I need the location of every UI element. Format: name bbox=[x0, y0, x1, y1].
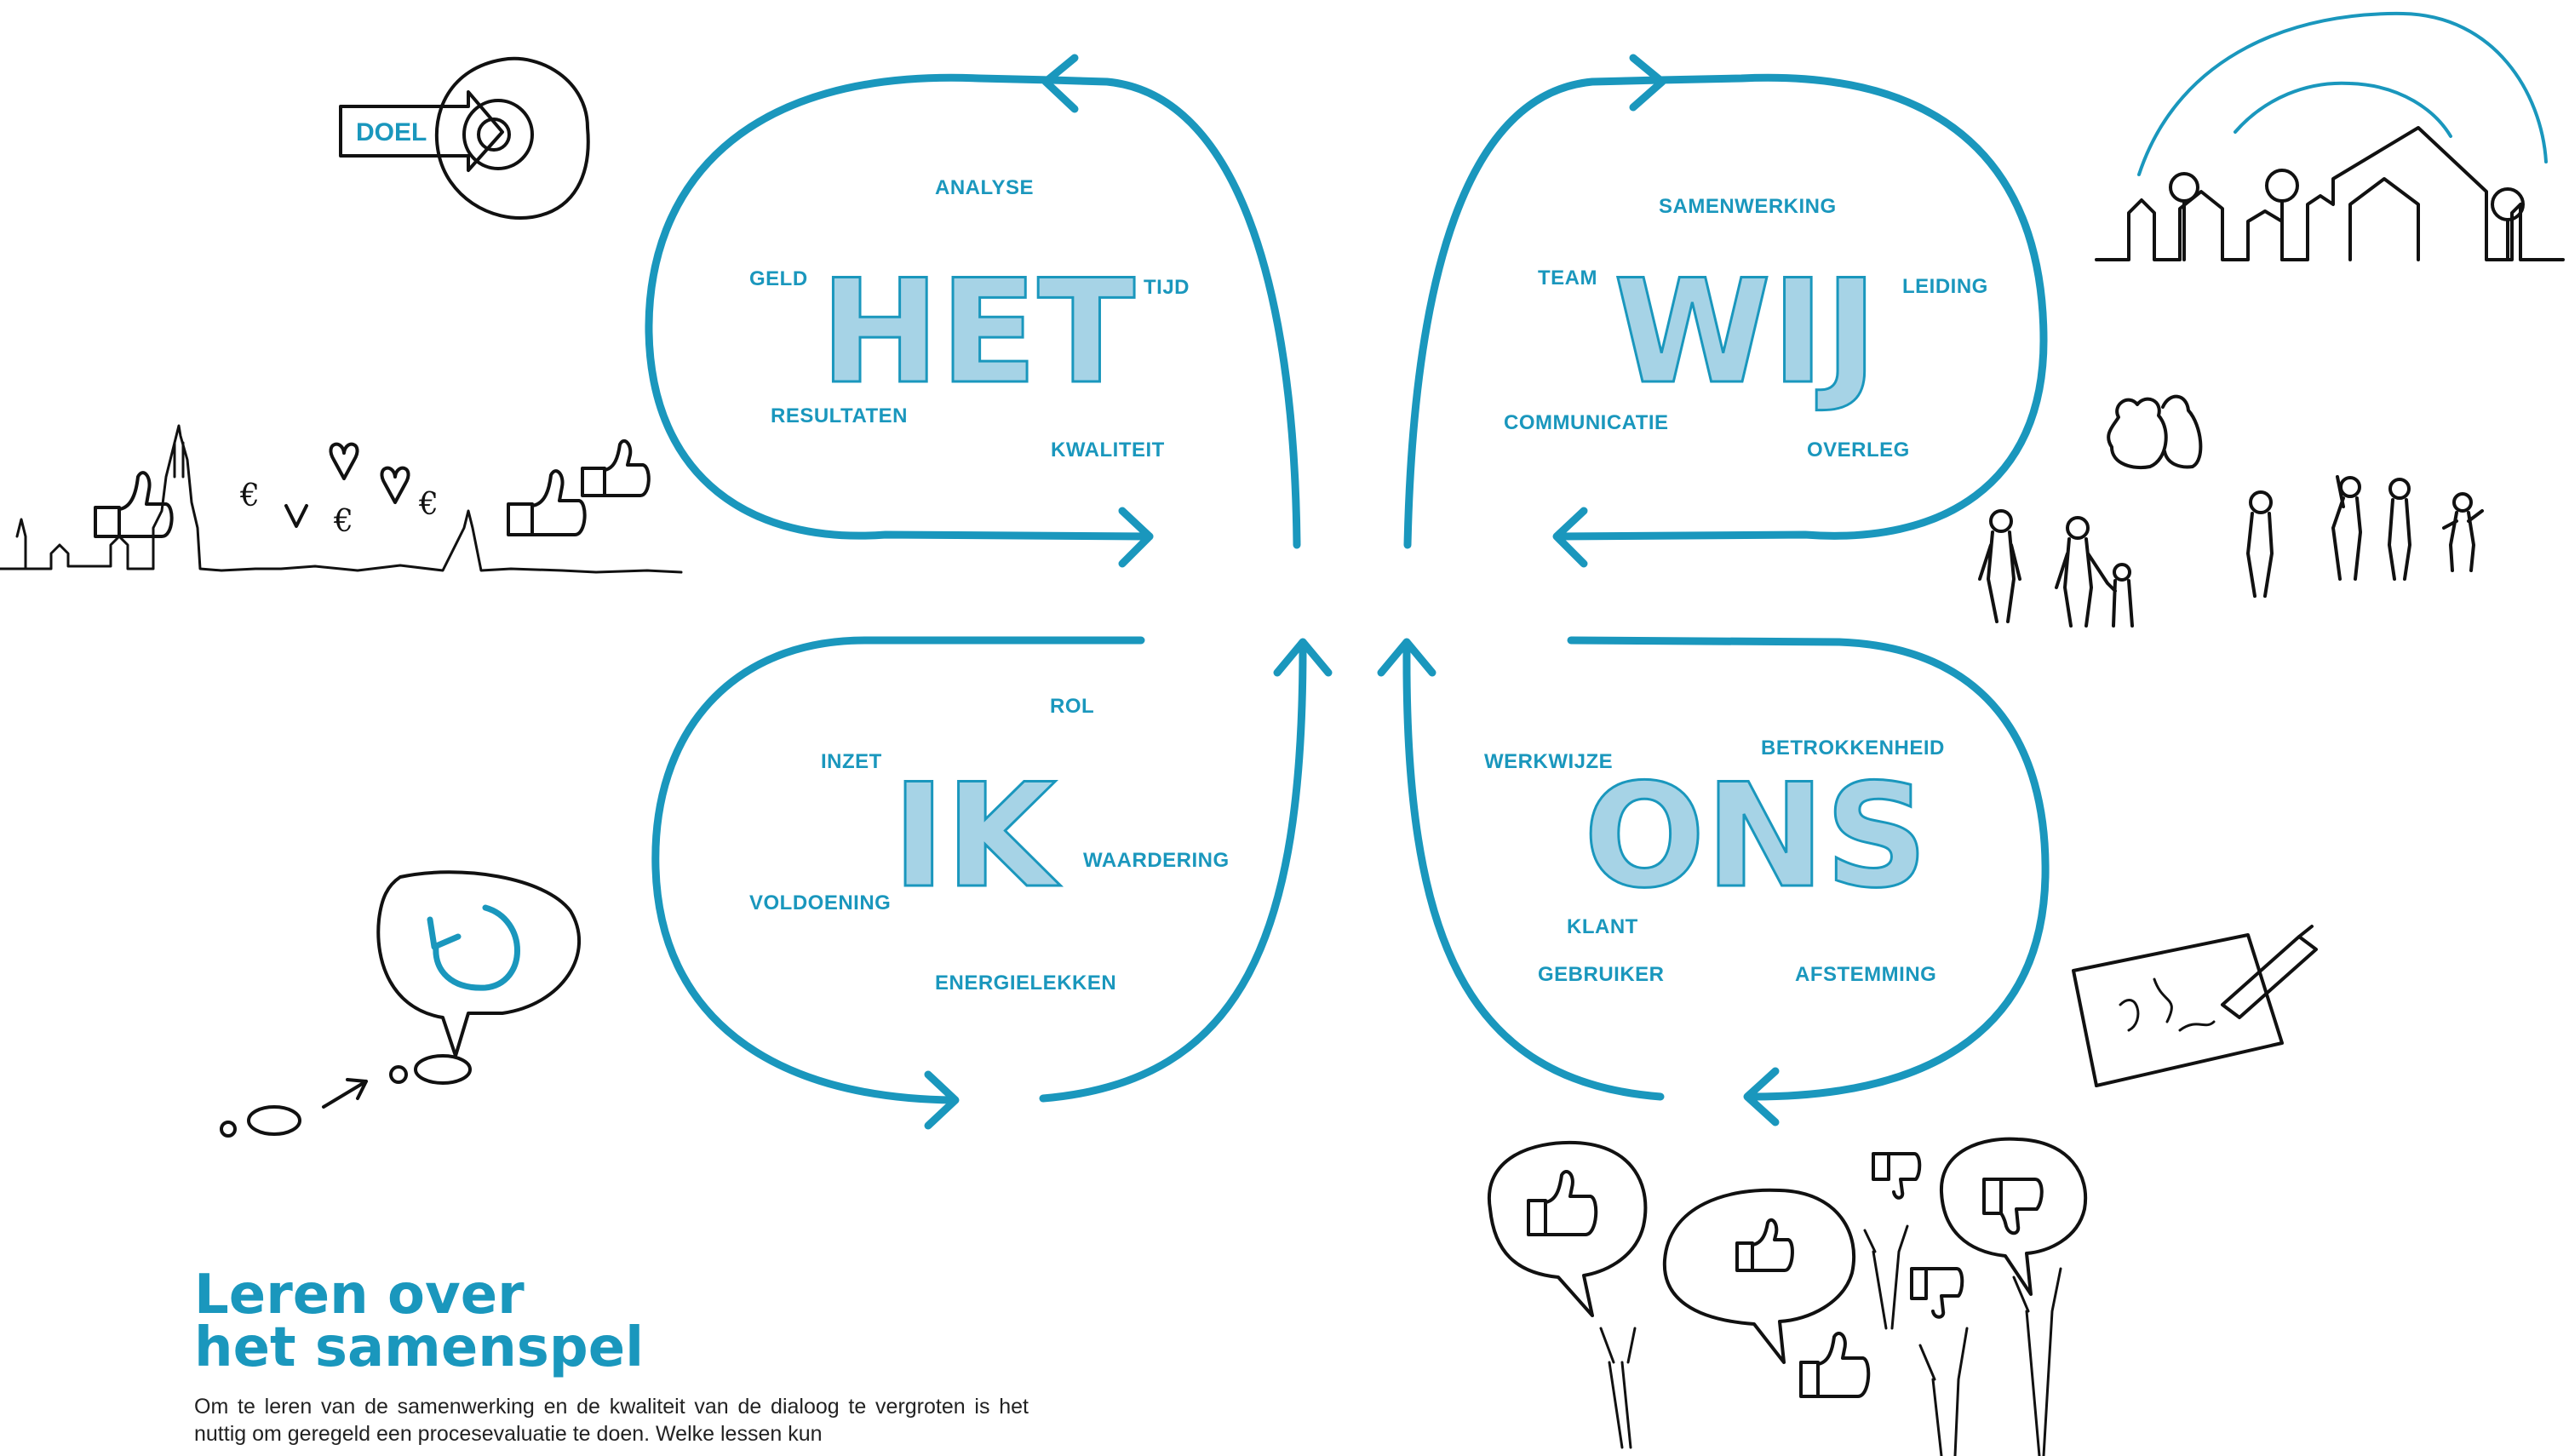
keyword-wij-leiding: LEIDING bbox=[1902, 275, 1988, 298]
keyword-het-kwaliteit: KWALITEIT bbox=[1051, 439, 1165, 461]
article-title-line-1: Leren over bbox=[194, 1264, 525, 1327]
euro-3: € bbox=[418, 487, 439, 522]
keyword-het-resultaten: RESULTATEN bbox=[771, 404, 908, 427]
loop-wij bbox=[1403, 73, 2048, 549]
keyword-ons-werkwijze: WERKWIJZE bbox=[1484, 750, 1613, 773]
arrowhead-ons-bottom bbox=[1743, 1067, 1780, 1126]
keyword-ons-betrokkenheid: BETROKKENHEID bbox=[1761, 737, 1945, 760]
people-icon bbox=[1978, 394, 2484, 628]
loop-ik bbox=[651, 636, 1307, 1104]
signing-icon bbox=[2072, 925, 2318, 1087]
quadrant-label-het: HET bbox=[820, 249, 1135, 416]
keyword-ons-afstemming: AFSTEMMING bbox=[1795, 963, 1936, 986]
arrowhead-het-right bbox=[1118, 507, 1154, 568]
arrowhead-het-top bbox=[1041, 54, 1079, 113]
arrowhead-wij-left bbox=[1552, 507, 1588, 568]
cycle-loops bbox=[645, 54, 2050, 1130]
keyword-ons-gebruiker: GEBRUIKER bbox=[1538, 963, 1665, 986]
keyword-ik-energielekken: ENERGIELEKKEN bbox=[935, 972, 1116, 995]
euro-1: € bbox=[239, 479, 260, 513]
euro-2: € bbox=[333, 504, 353, 539]
keyword-ik-rol: ROL bbox=[1050, 695, 1094, 718]
keyword-wij-team: TEAM bbox=[1538, 267, 1597, 289]
quadrant-label-wij: WIJ bbox=[1614, 249, 1878, 416]
article-title-line-2: het samenspel bbox=[194, 1316, 645, 1379]
article-title: Leren over het samenspel bbox=[194, 1264, 645, 1379]
keyword-het-geld: GELD bbox=[749, 267, 808, 290]
quadrant-label-ik: IK bbox=[892, 753, 1062, 920]
arrowhead-ons-top bbox=[1377, 638, 1436, 677]
keyword-ons-klant: KLANT bbox=[1567, 915, 1638, 938]
arrowhead-ik-top bbox=[1273, 638, 1333, 677]
arrowhead-ik-bottom bbox=[924, 1070, 960, 1130]
arrowhead-wij-top bbox=[1629, 54, 1666, 112]
keyword-ik-inzet: INZET bbox=[821, 750, 882, 773]
target-label: DOEL bbox=[356, 118, 427, 146]
target-icon: DOEL bbox=[339, 56, 590, 220]
keyword-wij-communicatie: COMMUNICATIE bbox=[1504, 411, 1669, 434]
keyword-het-tijd: TIJD bbox=[1144, 276, 1190, 299]
city-skyline-icon: € € € bbox=[0, 424, 683, 574]
keyword-ik-waardering: WAARDERING bbox=[1083, 849, 1230, 872]
keyword-het-analyse: ANALYSE bbox=[935, 176, 1034, 199]
houses-icon bbox=[2095, 11, 2565, 261]
speech-bubbles-icon bbox=[1487, 1137, 2088, 1456]
loop-het bbox=[645, 73, 1301, 549]
loop-ons bbox=[1402, 636, 2050, 1101]
keyword-wij-samenwerking: SAMENWERKING bbox=[1659, 195, 1837, 218]
article-body: Om te leren van de samenwerking en de kw… bbox=[194, 1395, 1029, 1446]
keyword-ik-voldoening: VOLDOENING bbox=[749, 891, 891, 914]
keyword-wij-overleg: OVERLEG bbox=[1807, 439, 1910, 461]
quadrant-label-ons: ONS bbox=[1584, 753, 1928, 920]
footsteps-icon bbox=[220, 870, 581, 1138]
